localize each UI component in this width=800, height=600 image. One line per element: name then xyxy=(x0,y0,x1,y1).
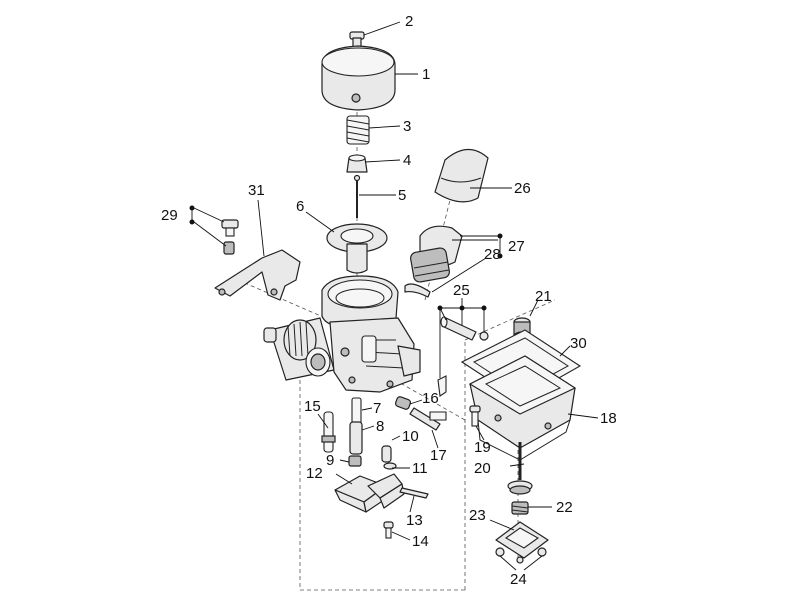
part-13-float-pivot-pin xyxy=(399,487,429,499)
part-4-needle-holder xyxy=(346,154,368,173)
carburetor-body xyxy=(263,275,421,393)
part-10-float-pin xyxy=(381,445,392,463)
part-24-cover-screws xyxy=(495,547,547,564)
part-14-screw xyxy=(383,521,394,539)
callout-13: 13 xyxy=(406,512,423,529)
part-2-cover-screw xyxy=(349,31,365,49)
part-31-bracket xyxy=(214,249,301,301)
callout-24: 24 xyxy=(510,571,527,588)
callout-11: 11 xyxy=(412,460,428,477)
part-15-pilot-jet xyxy=(321,411,336,453)
part-27-electric-choke xyxy=(410,225,463,283)
callout-23: 23 xyxy=(469,507,486,524)
callout-22: 22 xyxy=(556,499,573,516)
part-9-main-jet xyxy=(348,455,362,467)
part-12-float xyxy=(334,473,405,513)
callout-30: 30 xyxy=(570,335,587,352)
part-20-needle-valve xyxy=(507,442,533,495)
part-28-choke-clip xyxy=(404,283,431,298)
callout-26: 26 xyxy=(514,180,531,197)
part-23-accelerator-cover xyxy=(495,521,549,559)
callout-20: 20 xyxy=(474,460,491,477)
callout-14: 14 xyxy=(412,533,429,550)
callout-10: 10 xyxy=(402,428,419,445)
callout-28: 28 xyxy=(484,246,501,263)
callout-18: 18 xyxy=(600,410,617,427)
part-26-choke-cover xyxy=(434,148,489,203)
callout-31: 31 xyxy=(248,182,265,199)
part-16-spring xyxy=(394,396,412,410)
leader-lines xyxy=(257,21,599,571)
callout-6: 6 xyxy=(296,198,304,215)
part-29-bracket-screws xyxy=(221,219,239,255)
callout-17: 17 xyxy=(430,447,447,464)
part-18-float-bowl xyxy=(468,355,577,461)
part-7-jet-holder xyxy=(351,397,362,425)
callout-1: 1 xyxy=(422,66,430,83)
part-17-mixture-screw xyxy=(409,407,447,431)
callout-21: 21 xyxy=(535,288,552,305)
callout-7: 7 xyxy=(373,400,381,417)
part-5-jet-needle xyxy=(353,174,361,218)
callout-2: 2 xyxy=(405,13,413,30)
part-1-top-cover xyxy=(321,45,396,111)
callout-25: 25 xyxy=(453,282,470,299)
group-markers xyxy=(189,205,503,397)
part-19-bowl-screw xyxy=(469,405,481,427)
callout-labels: 2 1 3 4 5 6 26 27 28 31 29 25 21 30 18 1… xyxy=(161,13,617,588)
callout-9: 9 xyxy=(326,452,334,469)
callout-27: 27 xyxy=(508,238,525,255)
part-6-diaphragm-slide xyxy=(326,223,388,274)
callout-15: 15 xyxy=(304,398,321,415)
callout-19: 19 xyxy=(474,439,491,456)
callout-4: 4 xyxy=(403,152,411,169)
part-22-spring xyxy=(511,501,529,515)
part-11-washer xyxy=(383,462,397,470)
part-25-fuel-pipe xyxy=(440,316,489,341)
callout-8: 8 xyxy=(376,418,384,435)
callout-3: 3 xyxy=(403,118,411,135)
callout-5: 5 xyxy=(398,187,406,204)
part-3-spring xyxy=(346,115,370,145)
callout-29: 29 xyxy=(161,207,178,224)
part-8-emulsion-tube xyxy=(349,421,363,455)
callout-12: 12 xyxy=(306,465,323,482)
callout-16: 16 xyxy=(422,390,439,407)
